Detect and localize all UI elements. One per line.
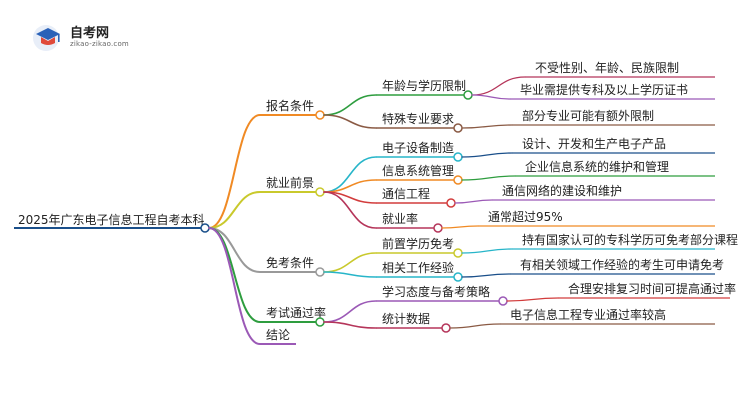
branch-label[interactable]: 就业前景 <box>266 175 314 190</box>
connector-line <box>323 114 377 129</box>
graduation-cap-icon <box>33 25 60 51</box>
connector-line <box>454 199 493 204</box>
leaf-label[interactable]: 毕业需提供专科及以上学历证书 <box>520 82 688 97</box>
connector-line <box>506 297 559 302</box>
topic-label[interactable]: 电子设备制造 <box>382 141 454 155</box>
connector-line <box>461 175 516 181</box>
leaf-label[interactable]: 通信网络的建设和维护 <box>502 183 622 198</box>
connector-line <box>323 94 377 116</box>
connector-line <box>461 273 511 278</box>
connector-line <box>449 323 501 329</box>
branch-node[interactable] <box>315 317 325 327</box>
connector-line <box>471 94 511 100</box>
topic-node[interactable] <box>498 296 508 306</box>
leaf-label[interactable]: 不受性别、年龄、民族限制 <box>535 61 679 75</box>
connector-line <box>461 152 513 158</box>
connector-line <box>208 191 261 229</box>
topic-node[interactable] <box>446 198 456 208</box>
branch-node[interactable] <box>315 187 325 197</box>
topic-label[interactable]: 年龄与学历限制 <box>382 78 466 93</box>
root-node[interactable] <box>200 223 210 233</box>
topic-node[interactable] <box>453 123 463 133</box>
connector-line <box>461 124 513 129</box>
topic-node[interactable] <box>453 248 463 258</box>
connector-line <box>461 248 513 254</box>
topic-node[interactable] <box>453 272 463 282</box>
leaf-label[interactable]: 设计、开发和生产电子产品 <box>522 136 666 151</box>
brand-domain: zikao-zikao.com <box>70 40 129 48</box>
connector-line <box>323 191 377 229</box>
connector-line <box>323 252 377 273</box>
branch-node[interactable] <box>315 267 325 277</box>
leaf-label[interactable]: 企业信息系统的维护和管理 <box>525 159 669 174</box>
branch-label[interactable]: 报名条件 <box>266 98 314 113</box>
connector-line <box>471 76 526 96</box>
leaf-label[interactable]: 合理安排复习时间可提高通过率 <box>568 281 736 296</box>
connector-line <box>208 227 261 273</box>
connector-line <box>323 321 377 329</box>
leaf-label[interactable]: 电子信息工程专业通过率较高 <box>510 307 666 322</box>
site-logo[interactable]: 自考网 zikao-zikao.com <box>30 20 140 54</box>
leaf-label[interactable]: 部分专业可能有额外限制 <box>522 108 654 123</box>
root-label[interactable]: 2025年广东电子信息工程自考本科 <box>18 212 205 227</box>
topic-node[interactable] <box>433 223 443 233</box>
topic-node[interactable] <box>453 152 463 162</box>
connector-line <box>441 225 479 229</box>
connector-line <box>208 227 261 323</box>
connector-line <box>208 227 261 345</box>
topic-node[interactable] <box>453 175 463 185</box>
topic-label[interactable]: 就业率 <box>382 211 418 226</box>
topic-label[interactable]: 特殊专业要求 <box>382 111 454 126</box>
topic-node[interactable] <box>463 90 473 100</box>
leaf-label[interactable]: 通常超过95% <box>488 209 563 224</box>
leaf-label[interactable]: 持有国家认可的专科学历可免考部分课程 <box>522 232 738 247</box>
branch-label[interactable]: 考试通过率 <box>266 305 326 320</box>
connector-line <box>323 300 377 323</box>
topic-label[interactable]: 学习态度与备考策略 <box>382 284 490 299</box>
brand-name: 自考网 <box>70 26 110 41</box>
topic-label[interactable]: 信息系统管理 <box>382 163 454 178</box>
branch-node[interactable] <box>315 110 325 120</box>
branch-label[interactable]: 结论 <box>266 328 290 342</box>
connector-line <box>208 114 261 229</box>
branch-label[interactable]: 免考条件 <box>266 255 314 270</box>
topic-label[interactable]: 相关工作经验 <box>382 260 454 275</box>
topic-label[interactable]: 前置学历免考 <box>382 236 454 251</box>
connector-line <box>323 271 377 278</box>
topic-label[interactable]: 通信工程 <box>382 186 430 201</box>
leaf-label[interactable]: 有相关领域工作经验的考生可申请免考 <box>520 257 724 272</box>
topic-node[interactable] <box>441 323 451 333</box>
topic-label[interactable]: 统计数据 <box>382 311 430 326</box>
